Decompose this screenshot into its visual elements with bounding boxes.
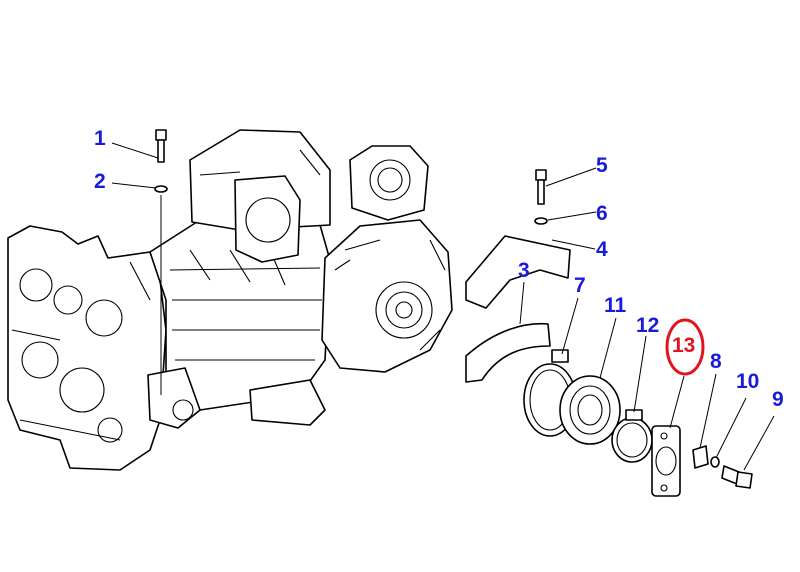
- cover-3: [465, 322, 551, 383]
- cover-4: [465, 235, 571, 309]
- plate-8: [692, 445, 709, 469]
- leader-lines: [111, 142, 775, 471]
- bolt-1: [155, 129, 167, 163]
- callout-6: 6: [596, 202, 608, 225]
- callout-10: 10: [736, 370, 759, 393]
- washer-6: [534, 217, 548, 225]
- callout-labels: 1 2 3 4 5 6 7 8 9 10 11 12 13: [94, 127, 784, 411]
- callout-11: 11: [604, 294, 627, 317]
- washer-2: [154, 185, 168, 193]
- callout-4: 4: [596, 238, 608, 261]
- seal-13: [651, 425, 681, 497]
- callout-8: 8: [710, 350, 722, 373]
- callout-12: 12: [636, 314, 659, 337]
- callout-2: 2: [94, 170, 106, 193]
- callout-13: 13: [672, 334, 695, 357]
- bolt-5: [535, 169, 547, 205]
- washer-10: [710, 456, 720, 468]
- callout-7: 7: [574, 274, 586, 297]
- callout-9: 9: [772, 388, 784, 411]
- bolt-9: [721, 465, 753, 489]
- callout-1: 1: [94, 127, 106, 150]
- transmission-housing: [7, 129, 453, 471]
- callout-5: 5: [596, 154, 608, 177]
- clamp-12: [611, 409, 653, 463]
- highlight-ring-13: [665, 318, 705, 376]
- cover-11: [559, 375, 621, 445]
- callout-3: 3: [518, 259, 530, 282]
